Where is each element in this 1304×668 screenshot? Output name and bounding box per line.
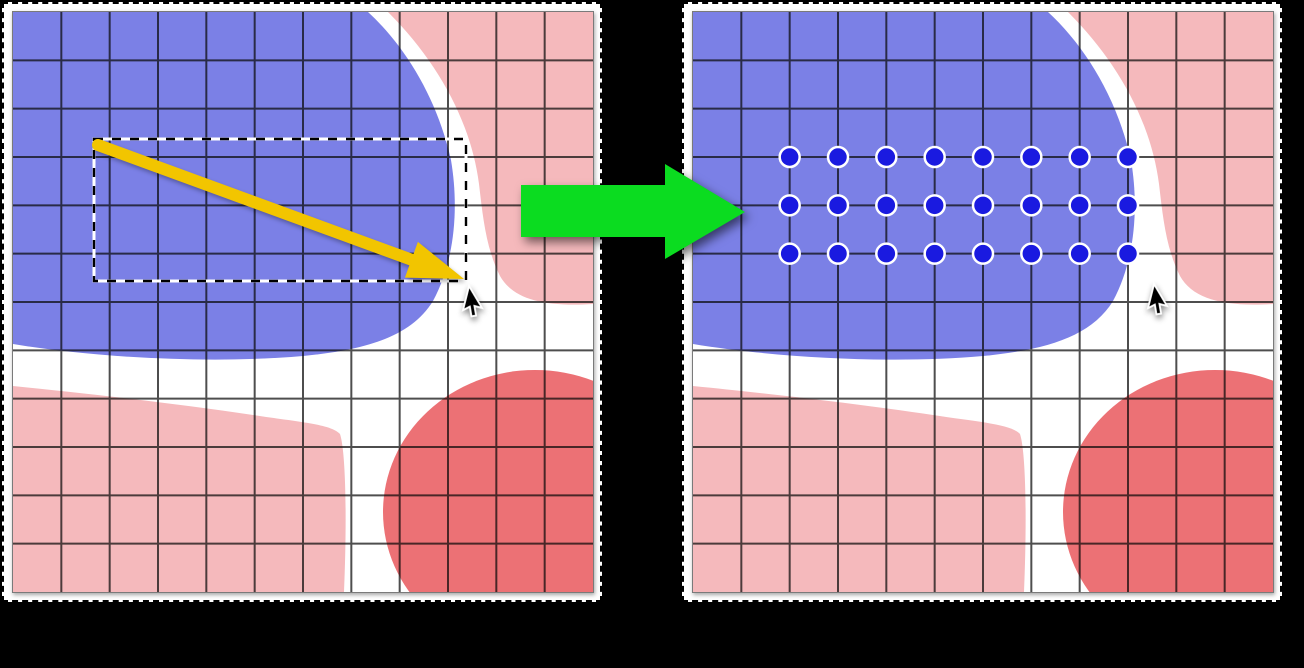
selected-point: [971, 242, 995, 265]
selected-point: [875, 242, 898, 265]
selected-point: [1068, 194, 1091, 217]
drag-arrowhead-icon: [404, 241, 464, 279]
selection-rectangle: [92, 137, 468, 283]
selected-point: [1020, 242, 1043, 265]
selected-point: [875, 145, 898, 169]
selected-point: [826, 145, 850, 169]
selected-point: [1020, 145, 1043, 169]
selected-point: [778, 242, 801, 265]
selected-point: [1068, 242, 1091, 265]
selected-point: [826, 242, 850, 265]
grid-plot-before[interactable]: [12, 11, 594, 593]
selected-point: [971, 145, 995, 169]
selected-point: [923, 242, 946, 265]
selected-point: [778, 145, 801, 169]
selected-point: [1020, 194, 1043, 217]
drag-direction-arrow: [92, 139, 464, 279]
selected-point: [923, 194, 946, 217]
selected-point: [875, 194, 898, 217]
selected-point: [1116, 145, 1140, 169]
selected-points-group: [778, 145, 1140, 265]
mouse-cursor-icon: [1146, 281, 1170, 316]
selected-point: [1068, 145, 1091, 169]
panel-after-selection: [682, 2, 1282, 602]
grid-plot-after[interactable]: [692, 11, 1274, 593]
mouse-cursor-icon: [461, 283, 485, 318]
selected-point: [1116, 242, 1140, 265]
selected-point: [778, 194, 801, 217]
panel-before-selection: [2, 2, 602, 602]
selection-marquee: [92, 137, 468, 283]
selected-point: [826, 194, 850, 217]
selected-point: [971, 194, 995, 217]
selected-point: [923, 145, 946, 169]
transform-arrow-icon: [521, 164, 745, 259]
selected-point: [1116, 194, 1140, 217]
